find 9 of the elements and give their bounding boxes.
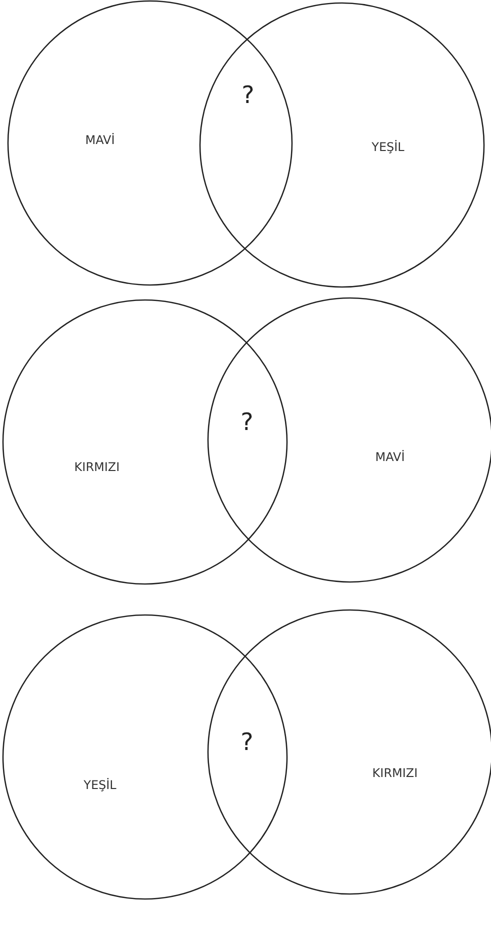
question-mark: ? bbox=[242, 81, 254, 109]
set-label: YEŞİL bbox=[372, 140, 404, 154]
question-mark: ? bbox=[240, 728, 254, 756]
set-label: KIRMIZI bbox=[74, 460, 120, 474]
question-mark: ? bbox=[240, 408, 254, 436]
set-label: MAVİ bbox=[85, 133, 115, 147]
set-label: KIRMIZI bbox=[372, 766, 418, 780]
set-label: YEŞİL bbox=[84, 778, 116, 792]
set-label: MAVİ bbox=[375, 450, 405, 464]
